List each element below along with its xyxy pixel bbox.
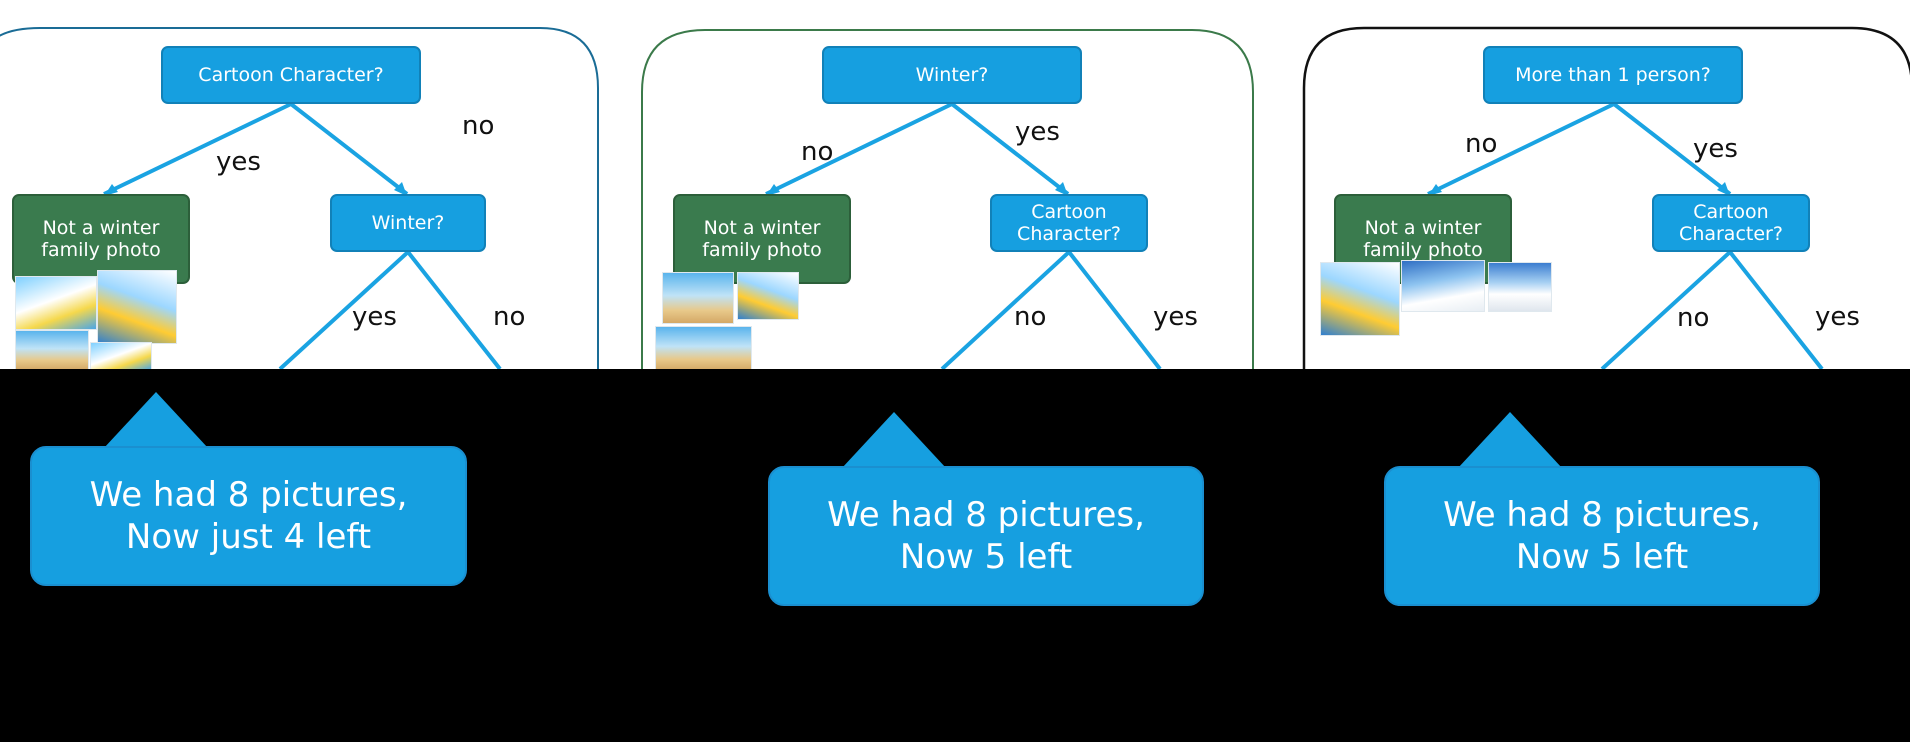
diagram-area: Cartoon Character? Not a winter family p… [0,0,1910,369]
panel-3-child-node: Cartoon Character? [1652,194,1810,252]
panel-3-root-node: More than 1 person? [1483,46,1743,104]
callout-3-pointer [1458,412,1562,468]
panel-2-leaf-node: Not a winter family photo [673,194,851,284]
panel-1-root-node: Cartoon Character? [161,46,421,104]
callout-3-line-1: We had 8 pictures, [1443,495,1761,535]
panel-3-label-child-right: yes [1815,302,1860,332]
panel-1-thumbnail-4 [90,342,152,369]
panel-2-label-child-right: yes [1153,302,1198,332]
panel-3-thumbnail-3 [1488,262,1552,312]
panel-1-label-left: yes [216,147,261,177]
panel-3-label-left: no [1465,129,1498,159]
callout-2: We had 8 pictures, Now 5 left [768,466,1204,606]
panel-1-child-node: Winter? [330,194,486,252]
panel-2-root-node: Winter? [822,46,1082,104]
panel-1-label-child-right: no [493,302,526,332]
diagram-edges [0,26,1910,369]
panel-1-frame [0,27,599,369]
panel-1-label-top-right: no [462,111,495,141]
panel-2-thumbnail-1 [662,272,734,324]
panel-1-thumbnail-2 [97,270,177,344]
callout-1: We had 8 pictures, Now just 4 left [30,446,467,586]
panel-3-label-child-left: no [1677,303,1710,333]
panel-1-thumbnail-1 [15,276,97,330]
panel-3-thumbnail-1 [1320,262,1400,336]
panel-2-thumbnail-3 [655,326,752,369]
callout-2-line-1: We had 8 pictures, [827,495,1145,535]
panel-2-thumbnail-2 [737,272,799,320]
panel-2-child-node: Cartoon Character? [990,194,1148,252]
callout-2-pointer [842,412,946,468]
callout-2-line-2: Now 5 left [899,537,1073,577]
panel-2-label-left: no [801,137,834,167]
arrow-heads [104,182,1730,196]
panel-1-thumbnail-3 [15,330,89,369]
panel-2-label-right: yes [1015,117,1060,147]
callout-3: We had 8 pictures, Now 5 left [1384,466,1820,606]
tree-edges [103,102,1824,369]
callout-1-line-2: Now just 4 left [125,517,372,557]
panel-3-thumbnail-2 [1401,260,1485,312]
panel-2-frame [641,29,1254,369]
callout-1-pointer [104,392,208,448]
panel-1-label-child-left: yes [352,302,397,332]
panel-2-label-child-left: no [1014,302,1047,332]
callout-3-line-2: Now 5 left [1515,537,1689,577]
panel-1-leaf-node: Not a winter family photo [12,194,190,284]
callout-1-line-1: We had 8 pictures, [89,475,408,515]
panel-3-label-right: yes [1693,134,1738,164]
panel-3-frame [1302,26,1910,369]
